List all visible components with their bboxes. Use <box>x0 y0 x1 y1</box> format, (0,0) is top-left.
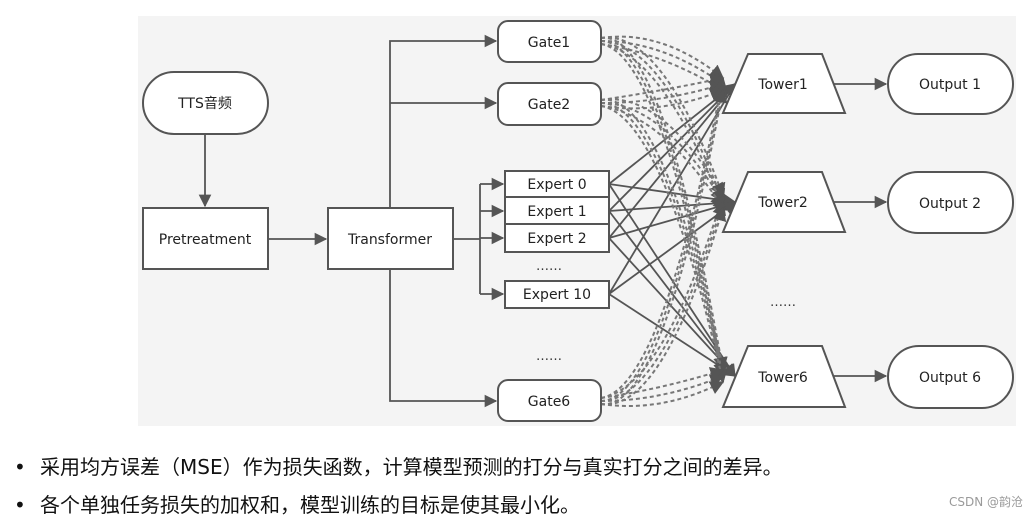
bullet-text: 采用均方误差（MSE）作为损失函数，计算模型预测的打分与真实打分之间的差异。 <box>40 455 783 479</box>
node-tower2-label: Tower2 <box>757 195 807 211</box>
node-output6-label: Output 6 <box>919 370 981 386</box>
ellipsis-experts: …… <box>536 259 562 274</box>
node-pretreatment: Pretreatment <box>142 207 269 270</box>
bullet-text: 各个单独任务损失的加权和，模型训练的目标是使其最小化。 <box>40 493 580 517</box>
node-tower6: Tower6 <box>721 345 847 408</box>
node-pretreatment-label: Pretreatment <box>159 232 252 248</box>
edge-gate1-to-tower2-0 <box>600 98 728 372</box>
node-expert0-label: Expert 0 <box>527 177 586 193</box>
bullet-symbol: • <box>14 493 26 517</box>
edge-expert2-to-tower2 <box>608 237 736 377</box>
node-tts-label: TTS音频 <box>177 95 232 112</box>
edge-expert1-to-tower0 <box>608 83 736 212</box>
edge-gate1-to-tower1-0 <box>600 98 724 198</box>
edge-gate0-to-tower1-1 <box>600 40 726 204</box>
edge-gate0-to-tower2-1 <box>600 40 728 378</box>
edge-gate1-to-tower1-1 <box>600 102 724 204</box>
node-expert1-label: Expert 1 <box>527 204 586 220</box>
node-expert1: Expert 1 <box>504 196 610 225</box>
edges-layer <box>198 34 888 408</box>
edge-gate2-to-tower1-1 <box>600 200 726 402</box>
edge-gate2-to-tower0-0 <box>600 76 728 399</box>
ellipsis-towers: …… <box>770 295 796 310</box>
node-expert0: Expert 0 <box>504 170 610 198</box>
bullet-symbol: • <box>14 455 26 479</box>
edge-transformer-to-gate6 <box>389 269 498 408</box>
node-transformer: Transformer <box>327 207 454 270</box>
moe-architecture-diagram: TTS音频 Pretreatment Transformer Gate1 Gat… <box>138 16 1016 426</box>
bullet-item: • 采用均方误差（MSE）作为损失函数，计算模型预测的打分与真实打分之间的差异。 <box>14 448 1014 486</box>
node-output1: Output 1 <box>887 53 1014 115</box>
node-expert2-label: Expert 2 <box>527 231 586 247</box>
edge-gate0-to-tower0-0 <box>600 35 725 79</box>
node-gate6: Gate6 <box>497 379 602 422</box>
node-gate6-label: Gate6 <box>528 394 571 410</box>
node-expert2: Expert 2 <box>504 223 610 253</box>
edge-gate1-to-tower2-2 <box>600 105 728 384</box>
node-transformer-label: Transformer <box>347 232 432 248</box>
ellipsis-gates: …… <box>536 349 562 364</box>
bullet-item: • 各个单独任务损失的加权和，模型训练的目标是使其最小化。 <box>14 486 1014 524</box>
edge-gate1-to-tower1-2 <box>600 105 724 210</box>
bullet-list: •采用均方误差（MSE）作为损失函数，计算模型预测的打分与真实打分之间的差异。 … <box>14 448 1014 524</box>
edge-expert0-to-tower2 <box>608 183 736 378</box>
edge-transformer-to-gate1 <box>389 34 498 208</box>
node-tts-audio: TTS音频 <box>142 71 269 135</box>
node-output6: Output 6 <box>887 345 1014 409</box>
node-gate1: Gate1 <box>497 20 602 63</box>
node-gate2-label: Gate2 <box>528 97 570 113</box>
node-expert10: Expert 10 <box>504 280 610 309</box>
node-gate2: Gate2 <box>497 82 602 126</box>
node-output2: Output 2 <box>887 171 1014 234</box>
node-tower1-label: Tower1 <box>757 77 807 93</box>
node-tower1: Tower1 <box>721 53 847 114</box>
node-expert10-label: Expert 10 <box>523 287 591 303</box>
edge-gate2-to-tower1-0 <box>600 194 726 399</box>
node-gate1-label: Gate1 <box>528 35 570 51</box>
edge-gate0-to-tower1-2 <box>600 43 725 210</box>
edge-gate1-to-tower2-1 <box>600 102 728 378</box>
watermark: CSDN @韵沧 <box>948 495 1023 509</box>
node-output1-label: Output 1 <box>919 77 981 93</box>
node-tower6-label: Tower6 <box>757 370 808 386</box>
edge-gate2-to-tower1-2 <box>600 206 727 406</box>
edge-gate0-to-tower2-0 <box>600 36 728 372</box>
node-output2-label: Output 2 <box>919 196 981 212</box>
node-tower2: Tower2 <box>721 171 847 233</box>
